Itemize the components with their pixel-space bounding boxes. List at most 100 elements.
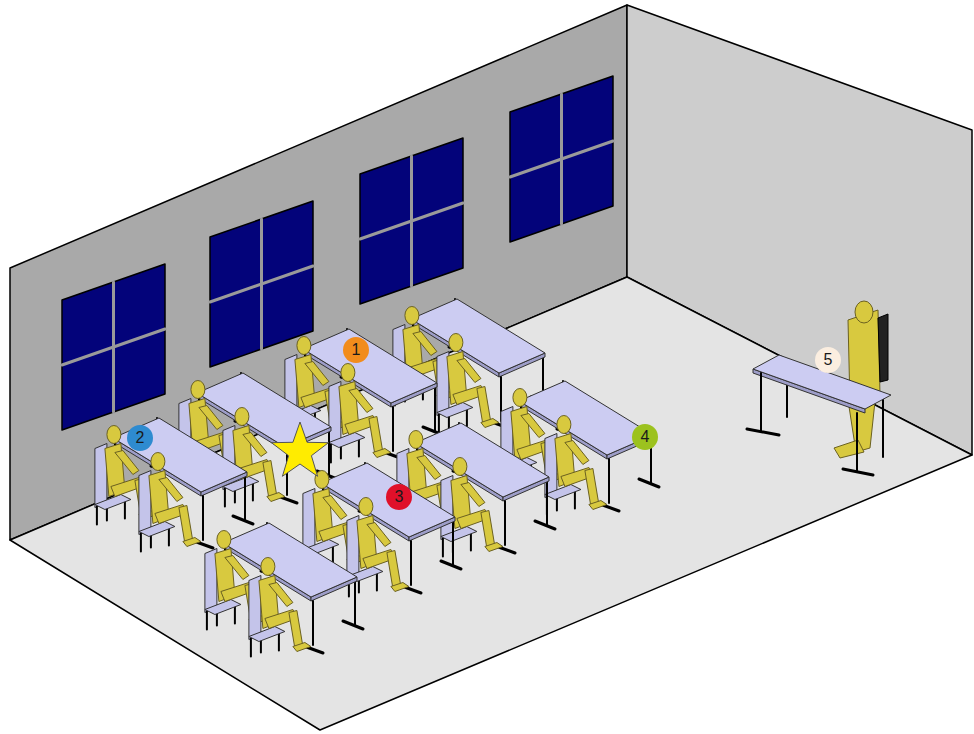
window-frame xyxy=(210,266,313,302)
person-arm xyxy=(269,583,293,607)
person-head xyxy=(151,453,165,471)
teacher-head xyxy=(855,301,873,323)
desk-leg xyxy=(354,577,356,625)
desk-leg xyxy=(856,413,858,471)
teacher-back xyxy=(878,314,888,382)
desk-leg xyxy=(452,517,454,565)
chair-leg xyxy=(438,415,440,433)
chair-leg xyxy=(140,534,142,552)
desk-leg xyxy=(882,399,884,457)
person-foot xyxy=(267,493,285,502)
person-leg xyxy=(369,417,383,455)
chair-seat xyxy=(437,403,473,418)
person-arm xyxy=(461,483,485,507)
person-foot xyxy=(481,419,499,428)
person-arm xyxy=(159,478,183,502)
chair-seat xyxy=(139,522,175,537)
chair-leg xyxy=(330,445,332,463)
person-head xyxy=(107,426,121,444)
callout-circle: 1 xyxy=(343,337,369,363)
person-head xyxy=(191,381,205,399)
desk-leg xyxy=(434,383,436,431)
desk-leg xyxy=(244,472,246,520)
person-leg xyxy=(289,611,303,649)
person-foot xyxy=(589,501,607,510)
desk-leg xyxy=(608,459,610,503)
chair-seat xyxy=(249,627,285,642)
person-head xyxy=(217,531,231,549)
teacher-foot xyxy=(834,440,864,458)
person-head xyxy=(557,416,571,434)
person-head xyxy=(405,307,419,325)
desk-foot xyxy=(747,429,779,435)
callout-circle: 3 xyxy=(386,484,412,510)
person-foot xyxy=(391,583,409,592)
person-arm xyxy=(199,406,223,430)
chair-leg xyxy=(250,639,252,657)
person-arm xyxy=(565,441,589,465)
desk-leg xyxy=(312,601,314,645)
person-head xyxy=(261,558,275,576)
person-leg xyxy=(263,461,277,499)
chair-seat xyxy=(441,527,477,542)
desk-foot xyxy=(639,479,659,487)
window xyxy=(62,264,165,430)
person-arm xyxy=(349,389,373,413)
desk-foot xyxy=(843,469,873,475)
person-arm xyxy=(413,332,437,356)
chair-seat xyxy=(95,495,131,510)
desk-foot xyxy=(441,561,461,569)
person-arm xyxy=(305,362,329,386)
person-arm xyxy=(225,556,249,580)
callout-number: 5 xyxy=(824,352,833,368)
callout-number: 4 xyxy=(641,429,650,445)
callout-number: 3 xyxy=(395,489,404,505)
person-head xyxy=(409,431,423,449)
window-frame xyxy=(62,329,165,365)
person-foot xyxy=(373,449,391,458)
window xyxy=(510,76,613,242)
desk-foot xyxy=(535,521,555,529)
window-frame xyxy=(360,203,463,239)
chair-seat xyxy=(545,485,581,500)
person-leg xyxy=(585,469,599,507)
chair-seat xyxy=(205,600,241,615)
desk-leg xyxy=(328,427,330,475)
person-head xyxy=(341,364,355,382)
desk-leg xyxy=(202,496,204,540)
person-leg xyxy=(477,387,491,425)
person-arm xyxy=(417,456,441,480)
person-arm xyxy=(521,414,545,438)
highlight-star xyxy=(272,422,329,476)
person-arm xyxy=(323,496,347,520)
person-head xyxy=(235,408,249,426)
desk-foot xyxy=(233,516,253,524)
person-head xyxy=(513,389,527,407)
chair-leg xyxy=(442,539,444,557)
desk-foot xyxy=(343,621,363,629)
person-leg xyxy=(179,506,193,544)
person-head xyxy=(297,337,311,355)
person-head xyxy=(453,458,467,476)
person-foot xyxy=(293,643,311,652)
callout-circle: 2 xyxy=(127,425,153,451)
callout-number: 2 xyxy=(136,430,145,446)
person-head xyxy=(359,498,373,516)
callout-circle: 5 xyxy=(815,347,841,373)
desk-leg xyxy=(760,373,762,431)
person-arm xyxy=(457,359,481,383)
window-frame xyxy=(510,141,613,177)
person-arm xyxy=(115,451,139,475)
person-leg xyxy=(481,511,495,549)
person-leg xyxy=(387,551,401,589)
chair-leg xyxy=(96,507,98,525)
window xyxy=(210,201,313,367)
chair-leg xyxy=(224,489,226,507)
desk-leg xyxy=(504,501,506,545)
desk-leg xyxy=(392,407,394,451)
callout-number: 1 xyxy=(352,342,361,358)
desk-leg xyxy=(546,477,548,525)
desk-leg xyxy=(410,541,412,585)
person-foot xyxy=(183,538,201,547)
person-foot xyxy=(485,543,503,552)
